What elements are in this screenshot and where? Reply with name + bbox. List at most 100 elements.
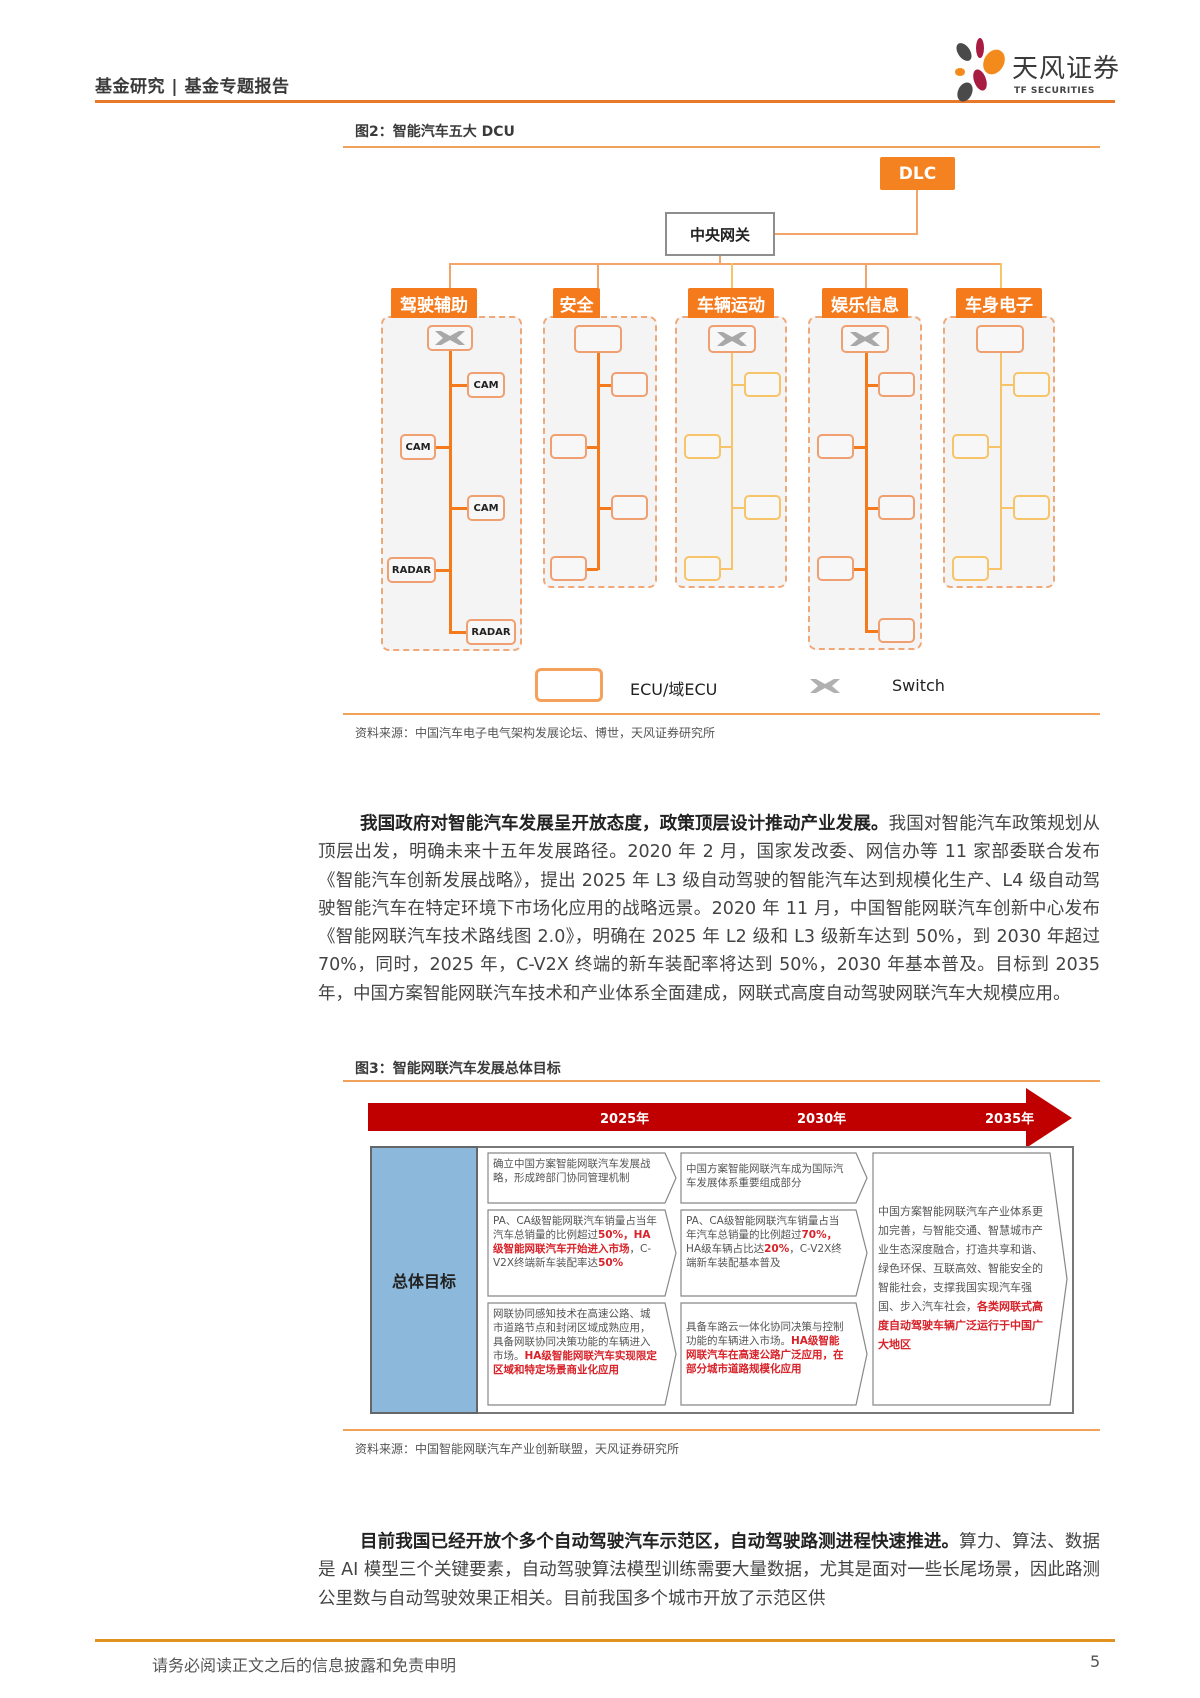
- trunk-line: [449, 350, 452, 634]
- legend-switch-label: Switch: [892, 676, 945, 695]
- timeline-year-2030: 2030年: [797, 1112, 847, 1127]
- paragraph-2-lead: 目前我国已经开放个多个自动驾驶汽车示范区，自动驾驶路测进程快速推进。: [360, 1532, 960, 1552]
- ecu-node: [684, 556, 721, 581]
- switch-node: [708, 325, 756, 353]
- stub: [865, 630, 880, 633]
- domain-label-safety: 安全: [553, 288, 600, 318]
- ecu-node: [744, 495, 781, 520]
- goal-text: ，C-V2X终端新车装配率达: [493, 1243, 652, 1269]
- goal-text: ，C-V2X终端新车装配基本普及: [686, 1243, 842, 1269]
- goal-text: 中国方案智能网联汽车产业体系更加完善，与智能交通、智慧城市产业生态深度融合，打造…: [878, 1205, 1043, 1313]
- trunk-line: [865, 350, 868, 633]
- header-divider: [95, 100, 1115, 103]
- page-number: 5: [1090, 1652, 1101, 1671]
- goal-cell-2025-1: 确立中国方案智能网联汽车发展战略，形成跨部门协同管理机制: [487, 1152, 677, 1204]
- goal-text-highlight: 20%: [764, 1243, 790, 1255]
- legend-ecu-swatch: [535, 668, 603, 702]
- goal-cell-2035: 中国方案智能网联汽车产业体系更加完善，与智能交通、智慧城市产业生态深度融合，打造…: [872, 1152, 1068, 1406]
- goal-cell-2025-2: PA、CA级智能网联汽车销量占当年汽车总销量的比例超过50%，HA级智能网联汽车…: [487, 1209, 677, 1297]
- figure-2-bottom-rule: [343, 713, 1100, 715]
- dlc-gateway-connector: [775, 233, 918, 235]
- stub: [434, 569, 450, 572]
- ecu-node: [611, 495, 648, 520]
- stub: [600, 384, 613, 387]
- stub: [868, 384, 880, 387]
- goal-text: 具备车路云一体化协同决策与控制功能的车辆进入市场。: [686, 1321, 844, 1347]
- body-paragraph-2: 目前我国已经开放个多个自动驾驶汽车示范区，自动驾驶路测进程快速推进。算力、算法、…: [318, 1528, 1100, 1613]
- goal-text: 中国方案智能网联汽车成为国际汽车发展体系重要组成部分: [686, 1163, 844, 1189]
- stub: [988, 568, 1001, 570]
- goal-cell-2030-3: 具备车路云一体化协同决策与控制功能的车辆进入市场。HA级智能网联汽车在高速公路广…: [680, 1302, 868, 1406]
- figure-3-source: 资料来源：中国智能网联汽车产业创新联盟，天风证券研究所: [355, 1442, 680, 1456]
- ecu-node: [976, 325, 1024, 353]
- gateway-down-connector: [719, 256, 721, 264]
- ecu-node: [817, 434, 854, 459]
- timeline-year-2035: 2035年: [985, 1112, 1035, 1127]
- stub: [600, 507, 613, 510]
- switch-icon: [810, 679, 840, 693]
- switch-node: [427, 325, 473, 351]
- figure-2-title: 图2：智能汽车五大 DCU: [355, 124, 515, 140]
- stub: [733, 384, 746, 386]
- dlc-box: DLC: [880, 157, 955, 190]
- goal-cell-2030-1: 中国方案智能网联汽车成为国际汽车发展体系重要组成部分: [680, 1152, 868, 1204]
- stub: [720, 446, 732, 448]
- drop-line: [731, 263, 733, 288]
- footer-disclaimer: 请务必阅读正文之后的信息披露和免责申明: [152, 1656, 457, 1675]
- drop-line: [865, 263, 867, 288]
- legend-ecu-label: ECU/域ECU: [630, 680, 718, 699]
- figure-3-bottom-rule: [343, 1429, 1100, 1431]
- goal-text: 网联协同感知技术在高速公路、城市道路节点和封闭区域成熟应用，具备网联协同决策功能…: [493, 1308, 651, 1362]
- trunk-line: [1000, 350, 1002, 570]
- goal-text-highlight: HA级智能网联汽车在高速公路广泛应用，在部分城市道路规模化应用: [686, 1335, 844, 1375]
- stub: [434, 446, 450, 449]
- footer-divider: [95, 1639, 1115, 1642]
- goal-text-highlight: HA级智能网联汽车实现限定区域和特定场景商业化应用: [493, 1350, 657, 1376]
- body-paragraph-1: 我国政府对智能汽车发展呈开放态度，政策顶层设计推动产业发展。我国对智能汽车政策规…: [318, 810, 1100, 1008]
- domain-label-vehicle-motion: 车辆运动: [688, 288, 774, 318]
- timeline-year-2025: 2025年: [600, 1112, 650, 1127]
- ecu-node: [1013, 372, 1050, 397]
- stub: [853, 568, 866, 571]
- trunk-line: [597, 350, 600, 570]
- stub: [1002, 384, 1015, 386]
- logo-petals-icon: [955, 38, 1005, 102]
- stub: [868, 507, 880, 510]
- stub: [449, 631, 468, 634]
- goal-text: PA、CA级智能网联汽车销量占当年汽车总销量的比例超过: [493, 1215, 657, 1241]
- switch-icon: [717, 332, 747, 346]
- switch-icon: [435, 331, 465, 345]
- drop-line: [449, 263, 451, 288]
- central-gateway-box: 中央网关: [665, 212, 775, 256]
- stub: [733, 507, 746, 509]
- goal-cell-2025-3: 网联协同感知技术在高速公路、城市道路节点和封闭区域成熟应用，具备网联协同决策功能…: [487, 1302, 677, 1406]
- timeline-arrow-head: [1026, 1088, 1072, 1148]
- goal-cell-2030-2: PA、CA级智能网联汽车销量占当年汽车总销量的比例超过70%，HA级车辆占比达2…: [680, 1209, 868, 1297]
- ecu-node: [744, 372, 781, 397]
- ecu-node: [952, 556, 989, 581]
- stub: [585, 568, 598, 571]
- figure-3-top-rule: [343, 1080, 1100, 1082]
- figure-3-title: 图3：智能网联汽车发展总体目标: [355, 1061, 561, 1077]
- domain-label-infotainment: 娱乐信息: [822, 288, 908, 318]
- ecu-node: [817, 556, 854, 581]
- stub: [720, 568, 732, 570]
- ecu-node-cam: CAM: [467, 372, 505, 398]
- report-category: 基金研究 | 基金专题报告: [95, 77, 290, 97]
- stub: [1002, 507, 1015, 509]
- domain-label-body-electronics: 车身电子: [956, 288, 1042, 318]
- ecu-node-radar: RADAR: [387, 557, 436, 583]
- stub: [988, 446, 1001, 448]
- ecu-node: [574, 325, 622, 353]
- drop-line: [1000, 263, 1002, 288]
- trunk-line: [731, 350, 733, 570]
- domain-bus: [449, 263, 1002, 265]
- goal-text-highlight: 50%: [598, 1257, 624, 1269]
- paragraph-2-text: 算力、算法、数据是 AI 模型三个关键要素，自动驾驶算法模型训练需要大量数据，尤…: [318, 1532, 1101, 1609]
- logo-text-en: TF SECURITIES: [1014, 86, 1095, 96]
- stub: [452, 384, 469, 387]
- ecu-node-cam: CAM: [400, 434, 436, 460]
- ecu-node: [550, 434, 587, 459]
- goal-text: PA、CA级智能网联汽车销量占当年汽车总销量的比例超过: [686, 1215, 840, 1241]
- domain-label-driving-assist: 驾驶辅助: [391, 288, 477, 318]
